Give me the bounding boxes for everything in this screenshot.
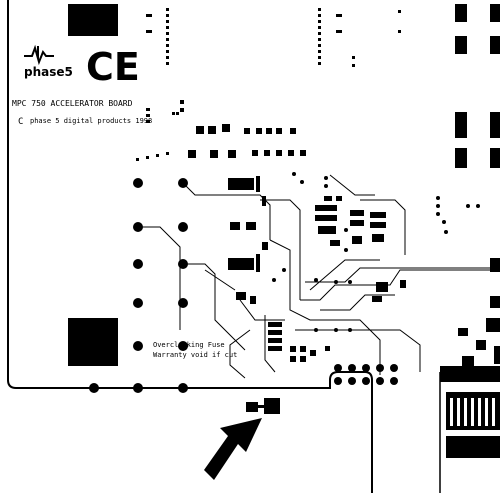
copyright-text: phase 5 digital products 1998 xyxy=(30,117,152,125)
connector-fingers xyxy=(450,398,495,426)
right-edge-components xyxy=(440,258,500,382)
ce-mark: CE xyxy=(86,45,140,89)
ic-cluster xyxy=(268,196,406,362)
regulator-parts xyxy=(228,176,268,304)
smd-component-row xyxy=(136,100,306,161)
logo-brand-text: phase5 xyxy=(24,65,73,79)
copyright-letter: C xyxy=(18,117,23,127)
board-title: MPC 750 ACCELERATOR BOARD xyxy=(12,99,133,108)
small-vias xyxy=(272,172,480,332)
right-pad-blocks xyxy=(455,4,500,168)
fuse-label-line1: Overclocking Fuse xyxy=(153,341,225,349)
board-outline xyxy=(7,0,373,493)
mounting-pad-top xyxy=(68,4,118,36)
mounting-pad-bottom xyxy=(68,318,118,366)
copper-traces xyxy=(138,174,500,379)
phase5-logo: phase5 xyxy=(24,44,73,79)
overclocking-fuse-pads xyxy=(246,398,280,414)
arrow-icon xyxy=(204,418,262,480)
via-columns-top xyxy=(146,8,401,67)
bottom-via-grid xyxy=(334,364,398,385)
fuse-label-line2: Warranty void if cut xyxy=(153,351,237,359)
waveform-icon xyxy=(24,44,54,66)
